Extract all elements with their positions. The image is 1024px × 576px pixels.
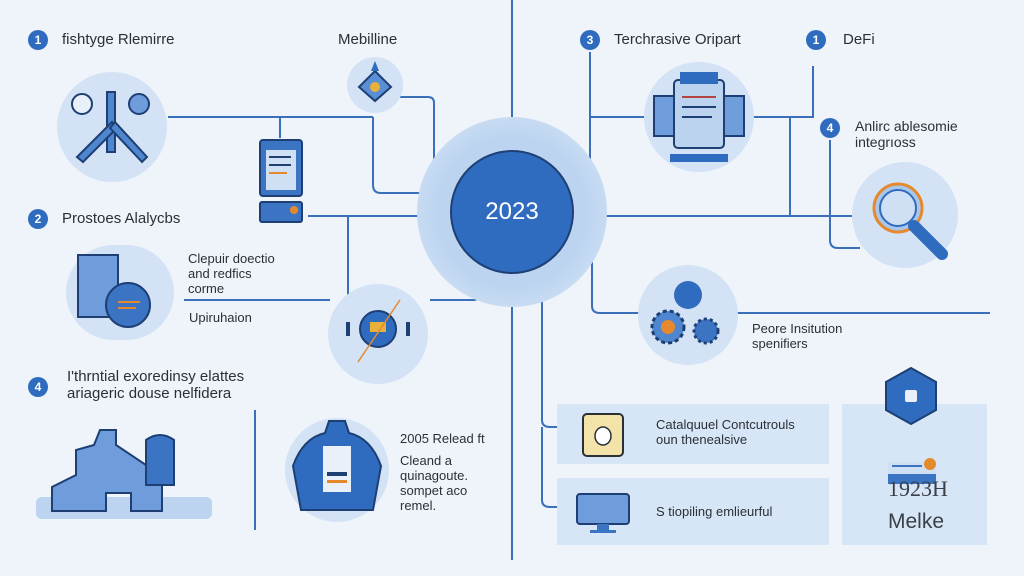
step-badge: 1 — [806, 30, 826, 50]
note-line: spenifiers — [752, 336, 808, 351]
badge-card-icon — [285, 418, 389, 522]
release-line: sompet aco — [400, 483, 468, 498]
release-line: quinagoute. — [400, 468, 468, 483]
diamond-token-icon — [347, 57, 403, 113]
section-title: fishtyge Rlemirre — [62, 31, 175, 48]
step-badge: 4 — [28, 377, 48, 397]
document-icon — [582, 413, 624, 457]
section-title: Prostoes Alalycbs — [62, 210, 181, 227]
release-line: remel. — [400, 498, 437, 513]
center-year-node: 2023 — [450, 150, 574, 274]
machine-icon — [644, 62, 754, 172]
info-panel: Catalquuel Contcutrouls oun thenealsive — [557, 404, 829, 464]
note-line: Peore Insitution — [752, 321, 843, 336]
panel-line: oun thenealsive — [656, 432, 748, 447]
section-title: DeFi — [843, 31, 875, 48]
side-code: 1923H — [888, 476, 948, 501]
note-line: corme — [188, 281, 225, 296]
note-line: and redfics — [188, 266, 252, 281]
step-badge: 1 — [28, 30, 48, 50]
gears-icon — [638, 265, 738, 365]
analytics-coin-icon — [66, 245, 174, 340]
section-title-line: integrıoss — [855, 134, 916, 150]
step-badge: 3 — [580, 30, 600, 50]
hexagon-badge-icon — [885, 366, 937, 426]
tools-icon — [57, 72, 167, 182]
card-icon — [888, 458, 936, 484]
section-title-line: ariageric douse nelfidera — [67, 385, 232, 402]
release-line: Cleand a — [400, 453, 453, 468]
side-label: Melke — [888, 510, 945, 533]
section-title: Mebilline — [338, 31, 398, 48]
panel-line: Catalquuel Contcutrouls — [656, 417, 795, 432]
step-badge: 4 — [820, 118, 840, 138]
monitor-icon — [576, 493, 630, 533]
release-title: 2005 Relead ft — [400, 431, 485, 446]
side-panel: 1923H Melke — [842, 404, 987, 545]
note-text: Upiruhaion — [189, 310, 252, 325]
info-panel: S tiopiling emlieurful — [557, 478, 829, 545]
step-badge: 2 — [28, 209, 48, 229]
network-hub-icon — [328, 284, 428, 384]
note-line: Clepuir doectio — [188, 251, 275, 266]
factory-buildings-icon — [36, 425, 212, 523]
panel-line: S tiopiling emlieurful — [656, 504, 773, 519]
section-title-line: Anlirc ablesomie — [855, 118, 958, 134]
server-document-icon — [258, 138, 304, 228]
section-title: Terchrasive Oripart — [614, 31, 741, 48]
magnifier-icon — [852, 162, 958, 268]
section-title-line: I'thrntial exoredinsy elattes — [67, 368, 245, 385]
